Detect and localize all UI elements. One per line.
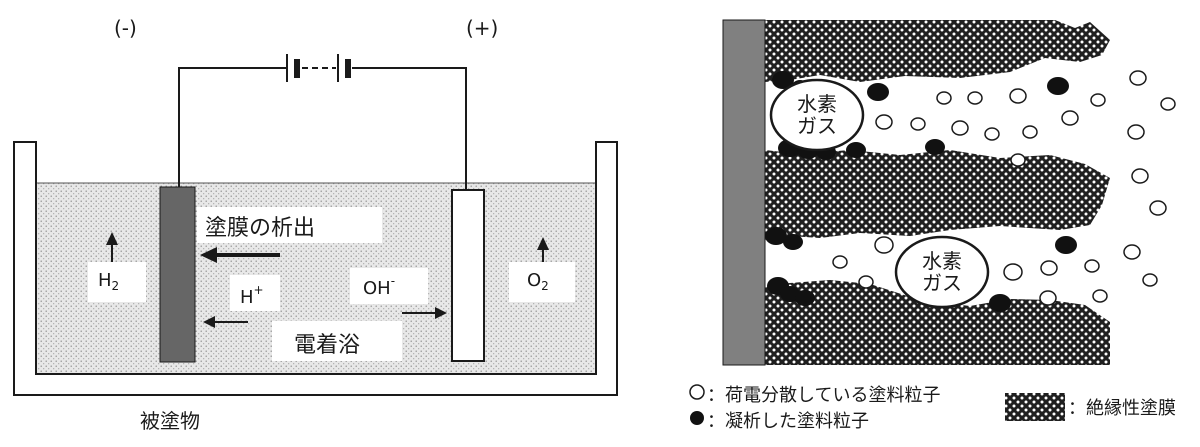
bath-label: 電着浴 [294, 333, 361, 358]
o2-label-box [509, 262, 575, 302]
legend-charged-particles-label: ：荷電分散している塗料粒子 [707, 385, 941, 406]
legend-film-swatch [1005, 393, 1065, 421]
hydrogen-gas-bubble-bottom [894, 235, 990, 309]
oh-minus-label-box [350, 268, 428, 304]
h2-label-box [88, 262, 146, 302]
hydrogen-gas-label-top: 水素ガス [797, 92, 837, 138]
arrow-h-plus [203, 316, 248, 328]
negative-terminal-label: (-) [114, 16, 137, 40]
legend [689, 384, 1065, 425]
h-plus-label: H+ [240, 283, 264, 308]
h2-label: H2 [98, 270, 120, 293]
electrodeposition-cell [13, 54, 618, 396]
substrate-plate [722, 19, 766, 366]
legend-coagulated-particles-label: ：凝析した塗料粒子 [707, 411, 869, 432]
workpiece-label: 被塗物 [140, 409, 200, 433]
positive-terminal-label: (+) [466, 16, 499, 40]
insulating-film-region [765, 20, 1110, 365]
hydrogen-gas-label-bottom: 水素ガス [922, 249, 962, 295]
anode-electrode [451, 189, 485, 362]
arrow-o2-up [537, 237, 549, 262]
legend-hollow-circle-icon [689, 384, 705, 400]
h-plus-label-box [230, 275, 280, 311]
wire [178, 67, 287, 187]
charged-particles [832, 70, 1176, 306]
hydrogen-gas-bubble-top [769, 78, 865, 152]
legend-filled-circle-icon [690, 411, 704, 425]
oh-minus-label: OH- [363, 274, 396, 299]
coagulated-particles [765, 71, 1077, 312]
o2-label: O2 [527, 270, 549, 293]
arrow-h2-up [106, 232, 118, 262]
deposition-label-box [197, 207, 382, 243]
cathode-workpiece [159, 186, 196, 363]
battery-symbol [286, 54, 351, 82]
wire [352, 67, 467, 190]
film-cross-section [722, 19, 1193, 366]
tank-wall [13, 141, 618, 396]
bath-label-box [272, 321, 402, 361]
arrow-oh-minus [402, 307, 447, 319]
arrow-deposition [200, 247, 280, 263]
legend-insulating-film-label: ：絶縁性塗膜 [1068, 398, 1176, 419]
film-deposition-label: 塗膜の析出 [205, 216, 316, 241]
